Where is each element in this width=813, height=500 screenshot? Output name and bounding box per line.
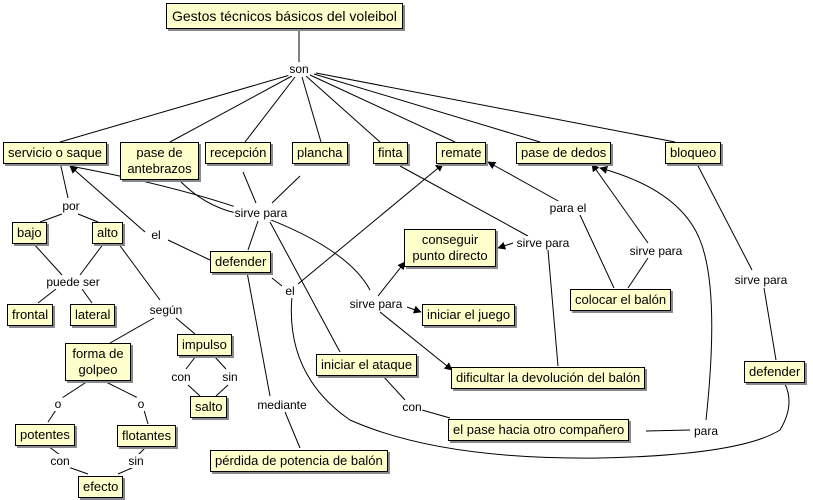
concept-label-line: conseguir <box>421 232 479 247</box>
concept-frontal: frontal <box>7 304 54 326</box>
concept-label-line: pase de <box>136 145 183 160</box>
concept-bloqueo: bloqueo <box>665 142 722 164</box>
link-sin: sin <box>221 370 239 384</box>
concept-label-line: golpeo <box>78 362 118 377</box>
main-title-concept: Gestos técnicos básicos del voleibol <box>166 3 403 29</box>
concept-label-line: punto directo <box>412 248 488 263</box>
link-puede-ser: puede ser <box>45 275 101 289</box>
concept-forma-de-golpeo: forma de golpeo <box>65 343 131 381</box>
link-sirve-para: sirve para <box>515 236 571 250</box>
link-sirve-para: sirve para <box>348 297 404 311</box>
link-con: con <box>401 400 423 414</box>
link-el: el <box>284 284 296 298</box>
concept-flotantes: flotantes <box>117 425 177 447</box>
concept-conseguir-punto-directo: conseguir punto directo <box>404 229 496 267</box>
concept-el-pase-hacia-otro-companero: el pase hacia otro compañero <box>448 419 630 441</box>
link-o: o <box>136 397 146 411</box>
concept-finta: finta <box>373 142 408 164</box>
link-segun: según <box>148 303 184 317</box>
link-sirve-para: sirve para <box>733 273 789 287</box>
link-para: para <box>692 424 720 438</box>
concept-pase-de-antebrazos: pase de antebrazos <box>120 142 199 180</box>
concept-colocar-el-balon: colocar el balón <box>570 289 672 311</box>
link-mediante: mediante <box>256 398 308 412</box>
concept-defender: defender <box>210 251 272 273</box>
link-con: con <box>49 454 71 468</box>
link-para-el: para el <box>548 201 588 215</box>
link-sirve-para: sirve para <box>233 206 289 220</box>
concept-servicio-o-saque: servicio o saque <box>3 142 107 164</box>
concept-label-line: antebrazos <box>127 161 192 176</box>
concept-impulso: impulso <box>177 334 232 356</box>
concept-label-line: forma de <box>72 346 124 361</box>
concept-lateral: lateral <box>70 304 116 326</box>
link-el: el <box>150 228 162 242</box>
concept-efecto: efecto <box>78 476 124 498</box>
link-sirve-para: sirve para <box>628 244 684 258</box>
link-sin: sin <box>127 454 145 468</box>
concept-bajo: bajo <box>12 222 47 244</box>
concept-pase-de-dedos: pase de dedos <box>516 142 612 164</box>
concept-remate: remate <box>436 142 487 164</box>
link-o: o <box>53 397 63 411</box>
concept-potentes: potentes <box>15 424 75 446</box>
concept-plancha: plancha <box>292 142 348 164</box>
concept-defender-bloqueo: defender <box>744 361 806 383</box>
concept-salto: salto <box>190 396 228 418</box>
concept-iniciar-el-ataque: iniciar el ataque <box>316 354 418 376</box>
concept-dificultar-la-devolucion: dificultar la devolución del balón <box>451 367 646 389</box>
concept-recepcion: recepción <box>205 142 272 164</box>
concept-iniciar-el-juego: iniciar el juego <box>422 304 516 326</box>
link-por: por <box>61 199 81 213</box>
concept-alto: alto <box>92 222 123 244</box>
link-con: con <box>170 370 192 384</box>
link-son: son <box>288 62 310 76</box>
concept-perdida-de-potencia: pérdida de potencia de balón <box>210 450 388 472</box>
